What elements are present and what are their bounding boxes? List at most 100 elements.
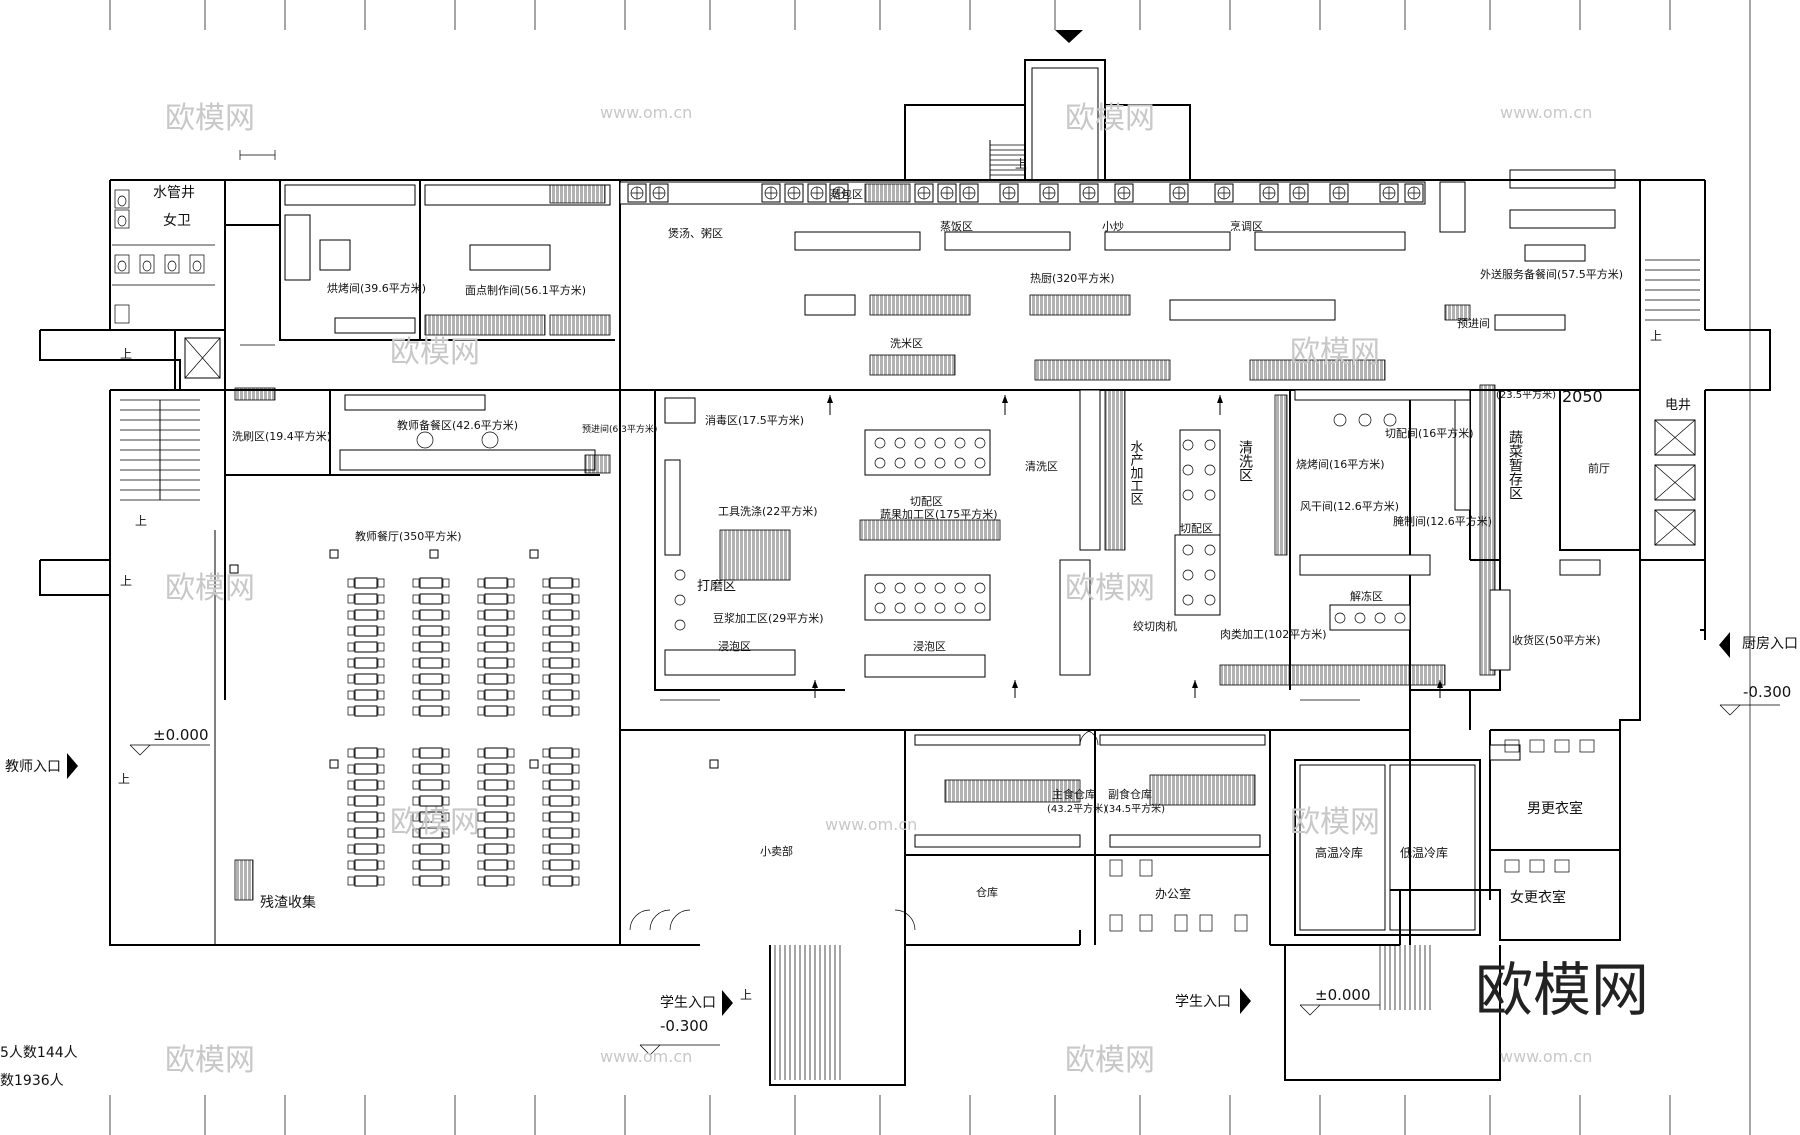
student-entry-label: 学生入口 (660, 995, 716, 1011)
watermark-brand: 欧模网 (165, 571, 255, 606)
label-teacher-dining: 教师餐厅(350平方米) (355, 529, 462, 543)
up-label: 上 (118, 772, 130, 786)
label-cut-prep16: 切配间(16平方米) (1385, 426, 1474, 440)
label-foyer: 前厅 (1588, 461, 1610, 475)
label-rice-wash: 洗米区 (890, 337, 923, 350)
student-entry2-label: 学生入口 (1175, 994, 1231, 1010)
label-cook-zone: 烹调区 (1230, 219, 1263, 233)
watermark-brand: 欧模网 (165, 1043, 255, 1078)
watermark-url: www.om.cn (1500, 1047, 1592, 1066)
level-neg2-label: -0.300 (1743, 683, 1791, 701)
entry-labels: 教师入口 学生入口 学生入口 厨房入口 ±0.000 ±0.000 -0.300… (0, 157, 1798, 1089)
label-steam-rice: 蒸饭区 (940, 220, 973, 233)
label-clean-zone: 清洗区 (1025, 460, 1058, 473)
wc-fixtures (112, 189, 215, 324)
watermark-brand: 欧模网 (1065, 101, 1155, 136)
up-label: 上 (1650, 329, 1662, 343)
watermark-brand: 欧模网 (390, 805, 480, 840)
up-label: 上 (135, 514, 147, 528)
watermark-url: www.om.cn (1500, 103, 1592, 122)
label-receive: 收货区(50平方米) (1512, 633, 1601, 647)
label-side-store: 副食仓库 (1108, 787, 1152, 801)
label-residue: 残渣收集 (260, 894, 316, 911)
label-disinfect: 消毒区(17.5平方米) (705, 413, 804, 427)
note-line2: 数1936人 (0, 1073, 64, 1089)
up-label: 上 (740, 988, 752, 1002)
top-stair (989, 140, 1025, 180)
label-aquatic: 水产加工区 (1128, 440, 1144, 505)
watermark-url: www.om.cn (825, 815, 917, 834)
label-staple-store: 主食仓库 (1052, 787, 1096, 801)
label-female-locker: 女更衣室 (1510, 889, 1566, 906)
label-soak-mid: 浸泡区 (913, 639, 946, 653)
label-stir-fry: 小炒 (1102, 220, 1124, 233)
label-high-cold: 高温冷库 (1315, 845, 1363, 860)
label-takeaway-prep: 外送服务备餐间(57.5平方米) (1480, 267, 1623, 281)
level-markers (129, 704, 1780, 1056)
label-tool-wash: 工具洗涤(22平方米) (718, 504, 818, 518)
label-low-cold: 低温冷库 (1400, 845, 1448, 860)
label-prep-room-small: 预进间 (1457, 317, 1490, 330)
bottom-structures (39, 329, 1771, 1086)
label-teacher-prep: 教师备餐区(42.6平方米) (397, 418, 518, 432)
watermark-brand: 欧模网 (1290, 335, 1380, 370)
label-steam-bun: 蒸包区 (830, 188, 863, 201)
room-labels: 水管井 女卫 烘烤间(39.6平方米) 面点制作间(56.1平方米) 煲汤、粥区… (153, 185, 1691, 911)
watermarks: 欧模网 www.om.cn 欧模网 www.om.cn 欧模网 欧模网 欧模网 … (165, 101, 1649, 1078)
dining-tables (229, 549, 719, 901)
label-female-wc: 女卫 (163, 212, 191, 229)
label-soak-left: 浸泡区 (718, 639, 751, 653)
label-shop: 小卖部 (760, 844, 793, 858)
watermark-brand: 欧模网 (165, 101, 255, 136)
watermark-url: www.om.cn (600, 103, 692, 122)
label-veg-fruit: 蔬果加工区(175平方米) (880, 507, 998, 521)
up-label: 上 (1015, 157, 1027, 171)
label-cut-zone: 切配区 (910, 495, 943, 508)
label-office: 办公室 (1155, 886, 1191, 901)
watermark-logo-text: 欧模网 (1475, 956, 1649, 1024)
student-entry-arrow-icon (722, 990, 733, 1016)
level-zero2-label: ±0.000 (1315, 986, 1371, 1004)
label-scrub-zone: 洗刷区(19.4平方米) (232, 429, 331, 443)
label-elec-well: 电井 (1665, 398, 1691, 413)
grid-ticks (109, 0, 1751, 1135)
kitchen-entry-label: 厨房入口 (1742, 636, 1798, 652)
left-stair (120, 399, 200, 501)
middle-equipment (234, 354, 1601, 698)
label-meat-process: 肉类加工(102平方米) (1220, 627, 1327, 641)
right-stair (1645, 259, 1700, 321)
watermark-url: www.om.cn (600, 1047, 692, 1066)
watermark-brand: 欧模网 (390, 335, 480, 370)
up-label: 上 (120, 574, 132, 588)
label-meat-grinder: 绞切肉机 (1133, 619, 1177, 633)
label-water-well: 水管井 (153, 185, 195, 201)
label-soy-process: 豆浆加工区(29平方米) (713, 611, 824, 625)
label-pastry: 面点制作间(56.1平方米) (465, 283, 586, 297)
label-cut-zone2: 切配区 (1180, 522, 1213, 535)
up-label: 上 (120, 347, 132, 361)
label-veg-store-area: (23.5平方米) (1496, 388, 1556, 401)
storage-equipment (629, 729, 1595, 932)
dim-2050-label: 2050 (1562, 387, 1603, 406)
note-line1: 5人数144人 (0, 1045, 78, 1061)
label-hot-kitchen: 热厨(320平方米) (1030, 271, 1115, 285)
label-cure: 腌制间(12.6平方米) (1393, 514, 1492, 528)
watermark-brand: 欧模网 (1065, 571, 1155, 606)
label-grind: 打磨区 (697, 579, 736, 594)
label-wash-big: 清洗区 (1237, 440, 1253, 482)
top-equipment (284, 169, 1616, 336)
label-side-area: (34.5平方米) (1105, 802, 1165, 815)
label-air-dry: 风干间(12.6平方米) (1300, 499, 1399, 513)
dimension-lines (239, 150, 1360, 701)
kitchen-entry-arrow-icon (1719, 632, 1730, 658)
label-thaw: 解冻区 (1350, 589, 1383, 603)
label-roast: 烧烤间(16平方米) (1296, 457, 1385, 471)
teacher-entry-arrow-icon (67, 753, 78, 779)
label-warehouse: 仓库 (976, 885, 998, 899)
label-pre-enter: 预进间(6.3平方米) (582, 423, 657, 435)
label-soup-congee: 煲汤、粥区 (668, 226, 723, 240)
level-zero-label: ±0.000 (153, 726, 209, 744)
label-veg-store: 蔬菜暂存区 (1507, 430, 1523, 500)
elevators (184, 337, 1696, 546)
